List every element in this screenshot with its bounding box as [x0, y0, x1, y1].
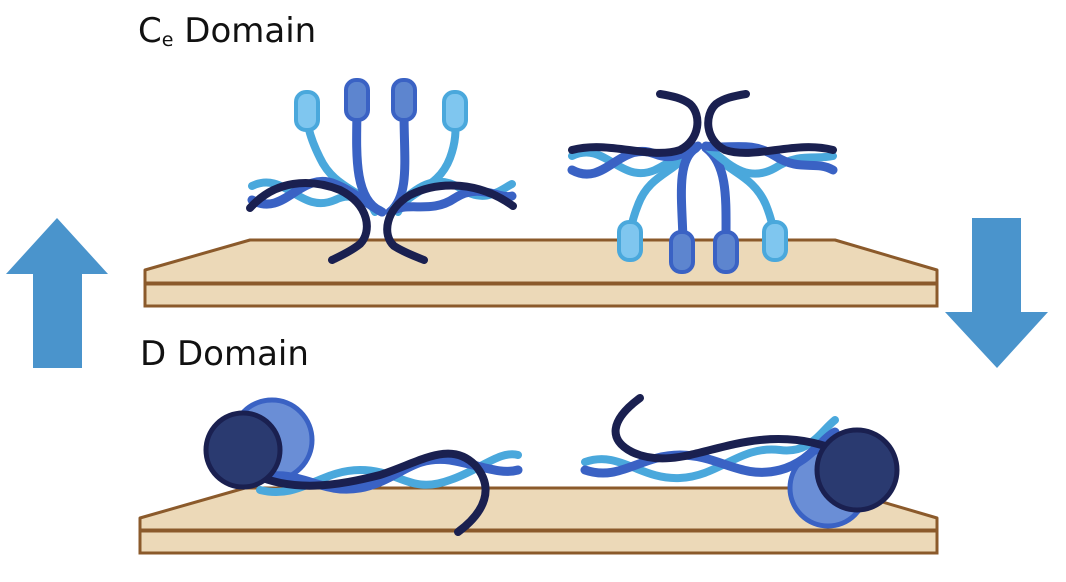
- tip-light-left: [617, 220, 643, 262]
- tip-royal-left: [669, 230, 695, 274]
- d-domain-ball-front: [814, 427, 900, 513]
- ce-title-suffix: Domain: [173, 11, 317, 51]
- helix-light-right: [702, 142, 837, 178]
- navy-chain-right: [383, 181, 517, 264]
- tip-light-right: [762, 220, 788, 262]
- top-surface-slab: [143, 238, 939, 285]
- top-surface: [143, 238, 939, 308]
- helix-royal: [255, 454, 523, 494]
- navy-chain: [611, 394, 862, 464]
- bottom-surface: [138, 486, 939, 555]
- bottom-surface-base: [138, 529, 939, 555]
- d-molecule-right: [580, 394, 900, 529]
- top-surface-base: [143, 282, 939, 308]
- navy-chain-right: [704, 90, 837, 157]
- navy-chain: [241, 449, 490, 536]
- ce-domain-title: Ce Domain: [138, 14, 316, 50]
- ce-molecule-inverted: [567, 90, 838, 274]
- royal-arm-left: [676, 143, 701, 245]
- navy-chain-left: [568, 90, 702, 157]
- helix-royal: [580, 427, 840, 478]
- tip-royal-left: [344, 78, 370, 122]
- tip-light-right: [442, 90, 468, 132]
- tip-royal-right: [391, 78, 417, 122]
- arrow-down-icon: [945, 218, 1048, 368]
- d-molecule-left: [203, 397, 523, 536]
- tip-royal-right: [713, 230, 739, 274]
- tip-light-left: [294, 90, 320, 132]
- ce-molecule-upright: [246, 78, 517, 264]
- d-domain-title: D Domain: [140, 334, 309, 374]
- ce-title-main: C: [138, 11, 162, 51]
- arrow-up-icon: [6, 218, 108, 368]
- d-domain-ball-front: [203, 410, 283, 490]
- navy-chain-left: [246, 179, 371, 264]
- ce-title-subscript: e: [161, 29, 174, 51]
